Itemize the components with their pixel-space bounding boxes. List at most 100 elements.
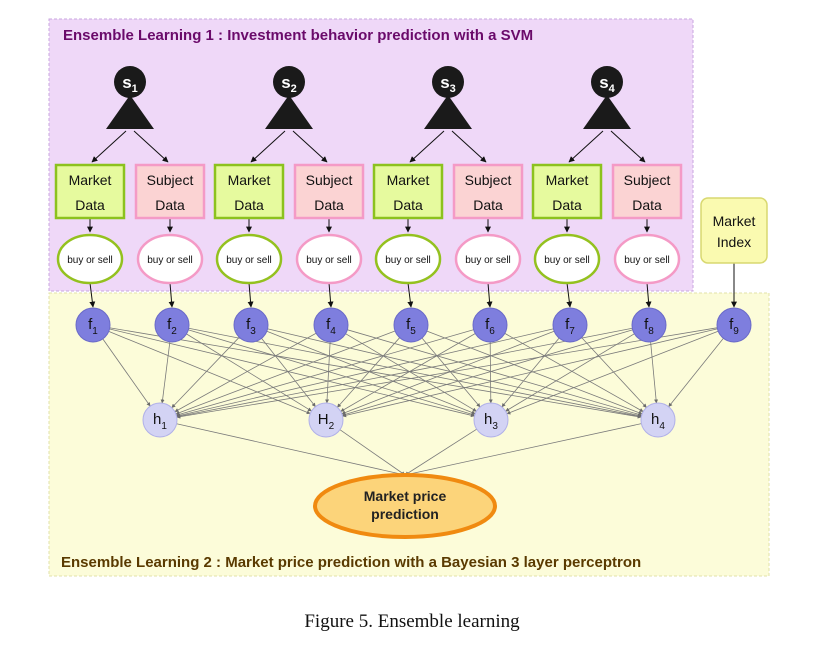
edge-h2-output [339,429,406,476]
edge-subject-market [250,130,286,163]
edge-subject-market [568,130,604,163]
subject-person-icon [424,95,472,129]
subject-person-icon [106,95,154,129]
market-data-label-line1: Market [387,172,430,188]
edge-prediction-f6 [486,282,493,308]
edge-f7-h3 [501,336,561,408]
subject-person-icon [583,95,631,129]
output-node: Market price prediction [313,473,497,539]
edge-prediction-f5 [407,282,414,308]
edge-f8-h4 [650,339,659,404]
edge-prediction-f8 [645,282,652,308]
buy-or-sell-label: buy or sell [226,255,272,266]
input-node-label: f8 [644,316,654,337]
subject-label: s4 [599,73,615,95]
market-data-box [213,163,285,220]
input-node-circle [472,307,508,343]
subject-data-label-line1: Subject [306,172,353,188]
input-node-f7: f7 [552,307,588,343]
edge-f5-h1 [175,329,398,415]
hidden-node-label: h1 [153,411,167,432]
edge-f6-h4 [502,332,644,412]
output-label-line2: prediction [371,506,439,522]
market-index-label-line1: Market [713,213,756,229]
edge-h3-output [404,428,477,476]
edge-h4-output [404,423,642,477]
buy-or-sell-node [613,233,681,285]
buy-or-sell-node [454,233,522,285]
input-node-label: f3 [246,316,256,337]
edge-subject-subject [133,130,169,163]
subject-label: s1 [122,73,138,95]
buy-or-sell-label: buy or sell [306,255,352,266]
edge-prediction-f4 [327,282,334,308]
subject-data-label-line2: Data [314,197,344,213]
hidden-layer-connections [101,327,725,477]
subject-data-label-line2: Data [632,197,662,213]
edge-f1-h4 [107,327,642,419]
market-data-label-line2: Data [393,197,423,213]
edge-f3-h1 [171,335,241,409]
hidden-node-label: h3 [484,411,498,432]
panel-1-title: Ensemble Learning 1 : Investment behavio… [63,27,533,44]
input-node-circle [313,307,349,343]
input-node-f9: f9 [716,307,752,343]
edge-f3-h3 [264,330,476,415]
edge-f7-h1 [176,327,556,418]
edge-f9-h1 [176,327,720,419]
edge-f9-h2 [342,328,720,418]
subject-head-icon [114,66,146,98]
hidden-node-4: h4 [640,402,676,438]
subject-data-label-line1: Subject [465,172,512,188]
input-node-label: f1 [88,316,98,337]
subject-label: s3 [440,73,456,95]
edge-h1-output [176,423,406,477]
buy-or-sell-label: buy or sell [147,255,193,266]
edge-f8-h2 [341,328,635,417]
hidden-node-circle [640,402,676,438]
edge-prediction-f1 [89,282,96,308]
edge-f3-h4 [265,328,642,418]
edge-f4-h3 [343,332,477,412]
market-data-box [531,163,603,220]
subject-data-box [134,163,206,220]
market-data-label-line1: Market [228,172,271,188]
input-node-label: f5 [406,316,416,337]
hidden-node-circle [308,402,344,438]
edge-subject-subject [610,130,646,163]
edge-subject-subject [292,130,328,163]
input-node-f3: f3 [233,307,269,343]
subject-head-icon [432,66,464,98]
edge-prediction-f3 [247,282,254,308]
market-data-box [54,163,126,220]
input-node-circle [716,307,752,343]
figure-caption: Figure 5. Ensemble learning [304,611,520,632]
input-node-circle [233,307,269,343]
edge-f8-h3 [505,332,637,412]
subject-head-icon [273,66,305,98]
buy-or-sell-label: buy or sell [624,255,670,266]
subject-data-label-line1: Subject [624,172,671,188]
edge-prediction-f2 [168,282,175,308]
input-node-circle [154,307,190,343]
edge-f2-h4 [186,327,642,419]
buy-or-sell-label: buy or sell [385,255,431,266]
edge-subject-market [409,130,445,163]
input-node-f4: f4 [313,307,349,343]
input-node-circle [75,307,111,343]
input-node-circle [393,307,429,343]
market-data-box [372,163,444,220]
input-node-label: f2 [167,316,177,337]
edge-f5-h4 [424,330,643,415]
edge-f1-h3 [107,328,475,418]
edge-f2-h1 [160,339,171,404]
buy-or-sell-node [533,233,601,285]
subject-head-icon [591,66,623,98]
panel-2-title: Ensemble Learning 2 : Market price predi… [61,554,641,571]
edge-f1-h2 [106,330,311,415]
